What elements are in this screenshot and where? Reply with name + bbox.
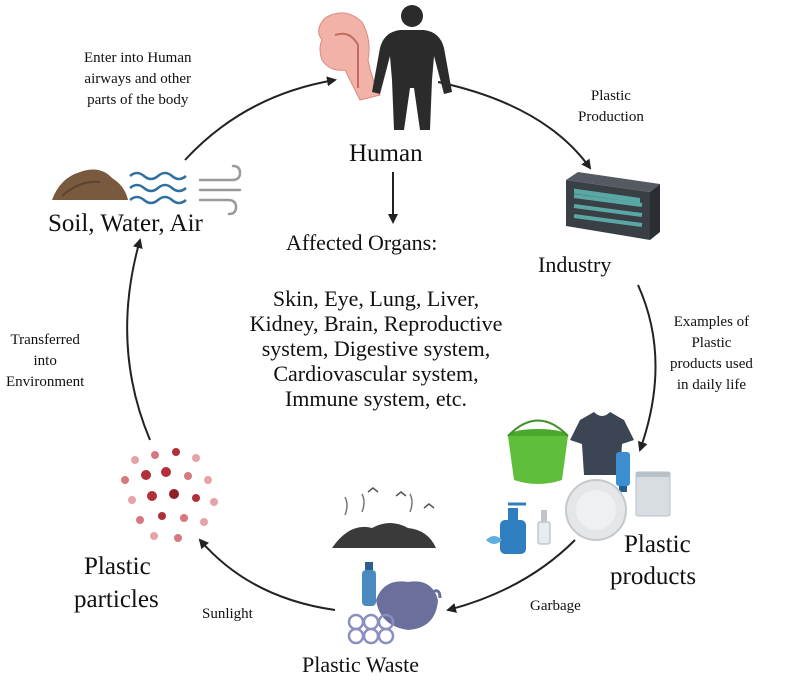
soil-icon	[52, 169, 128, 200]
organs-line-2: Kidney, Brain, Reproductive	[249, 311, 503, 336]
edge-sunlight: Sunlight	[202, 606, 253, 622]
node-plastic-products-line1: Plastic	[624, 531, 691, 558]
arrow-waste-to-particles	[198, 538, 336, 611]
human-silhouette-icon	[372, 5, 452, 130]
edge-transferred-line3: Environment	[6, 374, 85, 390]
node-human: Human	[349, 140, 423, 167]
water-icon	[129, 171, 187, 205]
arrow-environment-to-human	[184, 76, 337, 161]
edge-plastic-production-line1: Plastic	[590, 88, 631, 104]
edge-examples-line4: in daily life	[676, 377, 747, 393]
air-icon	[198, 164, 242, 216]
plastic-bottle-icon	[362, 562, 376, 606]
organs-line-5: Immune system, etc.	[284, 386, 468, 411]
arrow-particles-to-environment	[126, 238, 151, 441]
six-pack-rings-icon	[347, 613, 395, 645]
node-plastic-waste: Plastic Waste	[302, 652, 419, 677]
edge-enter-human-line1: Enter into Human	[84, 50, 192, 66]
plastic-bag-icon	[635, 471, 671, 517]
node-plastic-products-line2: products	[610, 563, 697, 590]
edge-transferred: Transferred into Environment	[6, 330, 84, 393]
node-soil-water-air: Soil, Water, Air	[48, 210, 203, 237]
airway-icon	[318, 12, 381, 101]
industry-icon	[566, 172, 660, 240]
edge-examples-line2: Plastic	[691, 335, 732, 351]
tube-icon	[616, 452, 630, 492]
node-industry: Industry	[538, 252, 612, 277]
edge-enter-human: Enter into Human airways and other parts…	[84, 48, 191, 111]
bucket-icon	[507, 419, 569, 484]
dropper-bottle-icon	[537, 510, 551, 545]
edge-plastic-production: Plastic Production	[578, 86, 644, 128]
edge-enter-human-line2: airways and other	[84, 71, 192, 87]
arrow-industry-to-products	[637, 284, 657, 452]
waste-bag-icon	[376, 581, 442, 630]
plate-icon	[565, 479, 627, 541]
node-plastic-particles-line1: Plastic	[84, 553, 151, 580]
edge-enter-human-line3: parts of the body	[87, 92, 189, 108]
organs-line-3: system, Digestive system,	[261, 336, 491, 361]
edge-examples-line1: Examples of	[673, 314, 750, 330]
arrow-human-to-industry	[437, 81, 592, 170]
node-plastic-particles-line2: particles	[74, 586, 159, 613]
edge-plastic-production-line2: Production	[578, 109, 644, 125]
arrow-products-to-waste	[446, 539, 576, 613]
organs-line-4: Cardiovascular system,	[273, 361, 479, 386]
edge-transferred-line1: Transferred	[10, 332, 80, 348]
plastic-particles-icon	[121, 448, 218, 542]
soap-bottle-icon	[486, 502, 526, 554]
edge-garbage: Garbage	[530, 598, 581, 614]
waste-pile-icon	[332, 487, 436, 548]
edge-transferred-line2: into	[33, 353, 57, 369]
edge-examples-line3: products used	[670, 356, 753, 372]
organs-line-1: Skin, Eye, Lung, Liver,	[272, 286, 480, 311]
edge-examples: Examples of Plastic products used in dai…	[670, 312, 753, 396]
organs-title: Affected Organs:	[286, 230, 438, 255]
organs-list: Skin, Eye, Lung, Liver, Kidney, Brain, R…	[226, 286, 526, 411]
